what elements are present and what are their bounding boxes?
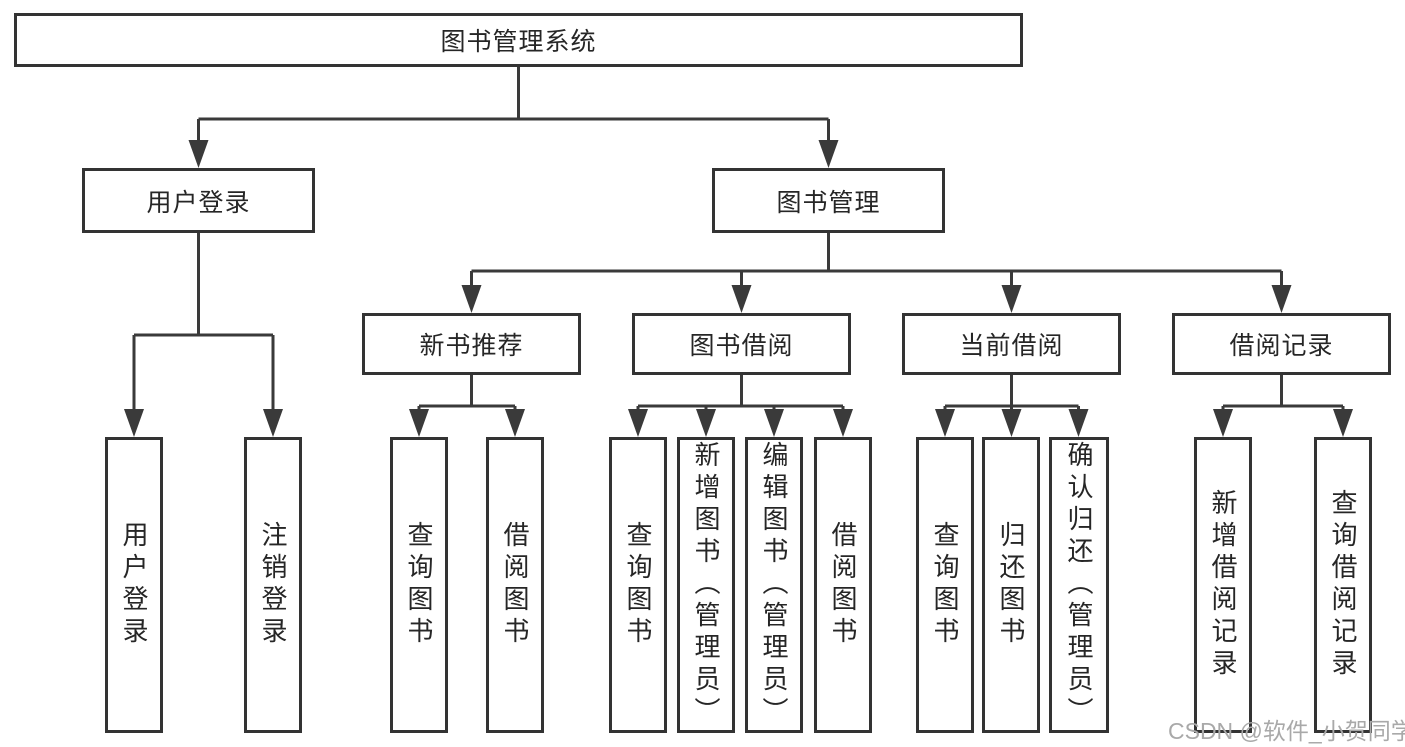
- arrowhead: [731, 285, 752, 313]
- arrowhead: [461, 285, 482, 313]
- arrowhead: [818, 140, 839, 168]
- node-current-borrow: 当前借阅: [902, 313, 1121, 375]
- connector-root-to-level2: [197, 67, 830, 142]
- leaf-query-book-borrow: 查询图书: [609, 437, 667, 733]
- leaf-user-login-label: 用户登录: [119, 521, 149, 649]
- node-borrow-record: 借阅记录: [1172, 313, 1391, 375]
- node-root-system: 图书管理系统: [14, 13, 1023, 67]
- leaf-query-book-borrow-label: 查询图书: [623, 521, 653, 649]
- arrowhead: [124, 409, 144, 437]
- connector-borrow-record-to-leaves: [1221, 375, 1345, 410]
- connector-new-book-recommend-to-leaves: [417, 375, 517, 410]
- arrowhead: [1213, 409, 1233, 437]
- arrowhead: [1333, 409, 1353, 437]
- leaf-query-book-current-label: 查询图书: [930, 521, 960, 649]
- leaf-return-book: 归还图书: [982, 437, 1040, 733]
- leaf-add-borrow-record: 新增借阅记录: [1194, 437, 1252, 733]
- leaf-borrow-book-recommend: 借阅图书: [486, 437, 544, 733]
- leaf-query-borrow-record: 查询借阅记录: [1314, 437, 1372, 733]
- arrowhead: [696, 409, 716, 437]
- leaf-logout-label: 注销登录: [258, 521, 288, 649]
- node-user-login: 用户登录: [82, 168, 315, 233]
- leaf-query-book-current: 查询图书: [916, 437, 974, 733]
- leaf-confirm-return-admin-label: 确认归还（管理员）: [1064, 441, 1094, 729]
- connector-current-borrow-to-leaves: [943, 375, 1080, 410]
- leaf-add-book-admin: 新增图书（管理员）: [677, 437, 735, 733]
- leaf-edit-book-admin: 编辑图书（管理员）: [745, 437, 803, 733]
- leaf-query-book-recommend: 查询图书: [390, 437, 448, 733]
- leaf-edit-book-admin-label: 编辑图书（管理员）: [759, 441, 789, 729]
- arrowhead: [409, 409, 429, 437]
- connector-book-management-to-sections: [470, 233, 1283, 287]
- arrowhead: [628, 409, 648, 437]
- csdn-watermark: CSDN @软件_小贺同学: [1168, 718, 1405, 744]
- leaf-query-book-recommend-label: 查询图书: [404, 521, 434, 649]
- connector-user-login-to-leaves: [132, 233, 275, 410]
- arrowhead: [1001, 285, 1022, 313]
- leaf-borrow-book-recommend-label: 借阅图书: [500, 521, 530, 649]
- arrowhead: [1001, 409, 1022, 437]
- connector-book-borrow-to-leaves: [636, 375, 845, 410]
- arrowhead: [935, 409, 955, 437]
- node-new-book-recommend: 新书推荐: [362, 313, 581, 375]
- leaf-logout: 注销登录: [244, 437, 302, 733]
- arrowhead: [764, 409, 784, 437]
- node-book-borrow: 图书借阅: [632, 313, 851, 375]
- leaf-query-borrow-record-label: 查询借阅记录: [1328, 489, 1358, 681]
- leaf-borrow-book-label: 借阅图书: [828, 521, 858, 649]
- leaf-add-borrow-record-label: 新增借阅记录: [1208, 489, 1238, 681]
- arrowhead: [833, 409, 853, 437]
- arrowhead: [1271, 285, 1292, 313]
- arrowhead: [505, 409, 525, 437]
- leaf-confirm-return-admin: 确认归还（管理员）: [1049, 437, 1109, 733]
- leaf-add-book-admin-label: 新增图书（管理员）: [691, 441, 721, 729]
- arrowhead: [263, 409, 283, 437]
- leaf-return-book-label: 归还图书: [996, 521, 1026, 649]
- node-book-management: 图书管理: [712, 168, 945, 233]
- arrowhead: [188, 140, 209, 168]
- arrowhead: [1068, 409, 1089, 437]
- leaf-borrow-book: 借阅图书: [814, 437, 872, 733]
- leaf-user-login: 用户登录: [105, 437, 163, 733]
